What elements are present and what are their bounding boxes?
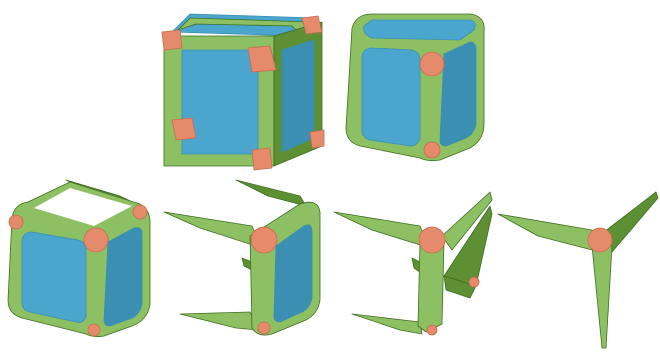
edge-spike [236, 180, 306, 206]
edge-spike [164, 212, 262, 248]
corner-piece [427, 325, 437, 335]
panel-cube-front-removed [164, 180, 320, 335]
edge-spike [180, 312, 258, 330]
side-face [104, 228, 142, 326]
side-face [440, 42, 476, 146]
front-face [362, 48, 420, 146]
corner-piece [302, 16, 322, 34]
corner-piece [258, 322, 270, 334]
front-face [22, 232, 86, 322]
corner-piece [172, 118, 196, 140]
corner-piece [420, 52, 444, 76]
corner-piece [469, 277, 479, 287]
edge-spike [412, 258, 420, 272]
edge-bar [418, 242, 444, 332]
edge-spike [604, 192, 658, 252]
corner-piece [251, 227, 277, 253]
panel-rounded-cube [346, 14, 484, 161]
side-face [282, 40, 314, 152]
edge-spike [498, 214, 600, 252]
panel-sharp-cube [162, 14, 324, 170]
panel-cube-edges-only [334, 192, 492, 335]
corner-piece [310, 130, 324, 148]
corner-piece [588, 228, 612, 252]
corner-piece [133, 205, 147, 219]
panel-cube-without-top [8, 180, 150, 337]
corner-piece [419, 227, 445, 253]
corner-piece [84, 228, 108, 252]
corner-piece [162, 30, 182, 50]
top-face [364, 20, 476, 40]
edge-spike [352, 314, 422, 334]
panel-corner-edge-star [498, 192, 658, 348]
corner-piece [88, 324, 100, 336]
corner-piece [424, 142, 440, 158]
corner-piece [9, 215, 23, 229]
edge-spike [592, 246, 612, 348]
edge-spike [334, 212, 430, 248]
corner-piece [252, 148, 272, 170]
